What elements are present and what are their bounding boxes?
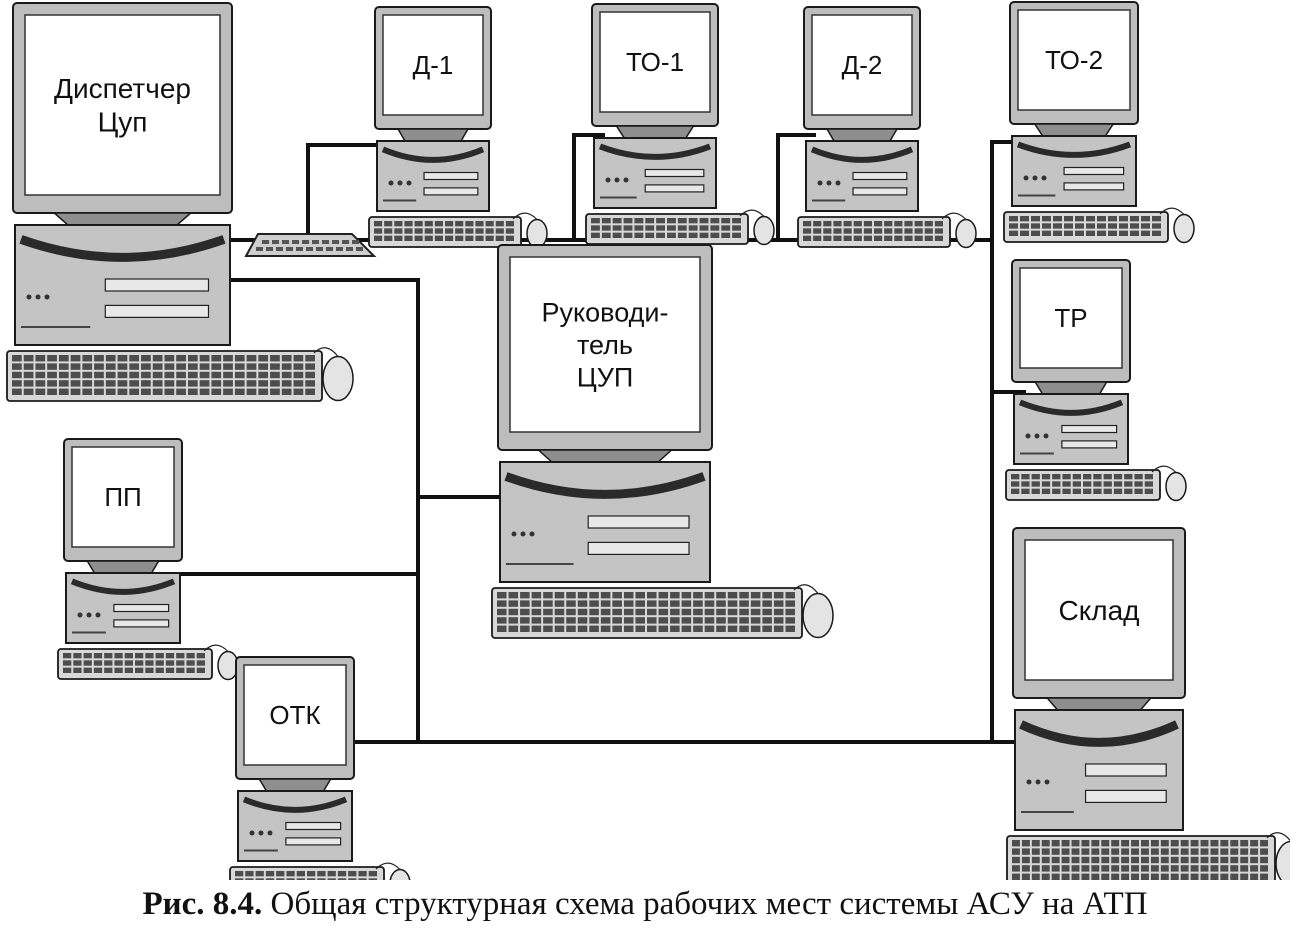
network-cable	[306, 143, 388, 242]
monitor-screen	[509, 256, 701, 433]
network-cable	[216, 278, 1027, 744]
workstation-tr: ТР	[1005, 259, 1187, 502]
monitor-screen	[243, 664, 347, 766]
workstation-label: Руководи-	[542, 298, 669, 328]
workstation-label: ОТК	[269, 700, 320, 730]
workstation-label: ТО-1	[626, 47, 684, 77]
workstation-label: Д-1	[413, 50, 454, 80]
monitor-screen	[1017, 9, 1131, 111]
monitor-screen	[599, 11, 711, 113]
workstation-warehouse: Склад	[1006, 527, 1290, 880]
monitor-screen	[24, 14, 221, 196]
monitor-screen	[71, 446, 175, 548]
workstation-d2: Д-2	[797, 6, 977, 249]
mouse	[526, 218, 548, 249]
workstation-label: тель	[577, 330, 633, 360]
mouse	[753, 215, 775, 246]
mouse	[1275, 840, 1290, 880]
mouse	[955, 218, 977, 249]
workstation-label: ПП	[104, 482, 141, 512]
workstation-label: ЦУП	[577, 362, 634, 392]
caption-label: Рис. 8.4.	[142, 886, 263, 922]
monitor-screen	[382, 14, 484, 116]
workstation-label: Д-2	[842, 50, 883, 80]
mouse	[802, 592, 834, 639]
network-hub	[244, 233, 377, 257]
workstation-otk: ОТК	[229, 656, 411, 880]
workstation-label: Цуп	[98, 107, 148, 138]
monitor-screen	[1019, 267, 1123, 369]
mouse	[322, 355, 354, 402]
workstation-label: ТР	[1054, 303, 1087, 333]
workstation-to1: ТО-1	[585, 3, 775, 246]
mouse	[1173, 213, 1195, 244]
monitor-screen	[1024, 539, 1174, 681]
monitor-screen	[811, 14, 913, 116]
mouse	[389, 868, 411, 880]
workstation-label: Склад	[1058, 595, 1139, 626]
workstation-label: Диспетчер	[54, 73, 191, 104]
caption-text: Общая структурная схема рабочих мест сис…	[270, 886, 1148, 922]
workstation-to2: ТО-2	[1003, 1, 1195, 244]
workstation-d1: Д-1	[368, 6, 548, 249]
network-cable	[572, 133, 605, 242]
mouse	[1165, 471, 1187, 502]
workstation-pp: ПП	[57, 438, 239, 681]
workstation-label: ТО-2	[1045, 45, 1103, 75]
network-cable	[776, 133, 816, 242]
figure-caption: Рис. 8.4. Общая структурная схема рабочи…	[0, 886, 1290, 923]
